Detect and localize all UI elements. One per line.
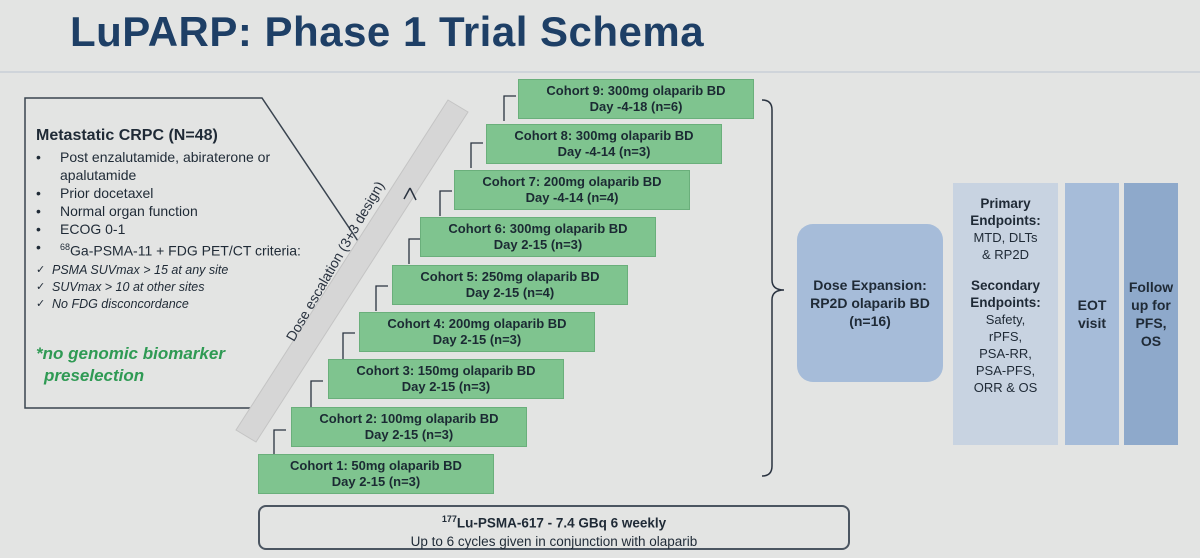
- secondary-heading-1: Secondary: [970, 278, 1041, 293]
- pet-criteria-text: Ga-PSMA-11 + FDG PET/CT criteria:: [70, 242, 301, 259]
- cohort-schedule: Day 2-15 (n=4): [465, 285, 555, 300]
- cohort-schedule: Day 2-15 (n=3): [364, 427, 454, 442]
- cohort-schedule: Day -4-14 (n=3): [557, 144, 651, 159]
- treatment-line-2: Up to 6 cycles given in conjunction with…: [410, 533, 698, 549]
- isotope-superscript: 68: [60, 242, 71, 252]
- cohort-dose: Cohort 4: 200mg olaparib BD: [387, 316, 567, 331]
- follow-up-box: Follow up for PFS, OS: [1124, 183, 1178, 445]
- note-line-1: *no genomic biomarker: [36, 344, 225, 363]
- secondary-heading-2: Endpoints:: [970, 295, 1041, 310]
- primary-endpoint: MTD, DLTs: [973, 230, 1038, 245]
- secondary-endpoint: Safety,: [985, 312, 1026, 327]
- eligibility-item: Normal organ function: [36, 202, 336, 220]
- cohort-box-4: Cohort 4: 200mg olaparib BD Day 2-15 (n=…: [359, 312, 595, 352]
- cohort-dose: Cohort 3: 150mg olaparib BD: [356, 363, 536, 378]
- cohort-box-5: Cohort 5: 250mg olaparib BD Day 2-15 (n=…: [392, 265, 628, 305]
- eligibility-item: ECOG 0-1: [36, 220, 336, 238]
- criteria-item: No FDG disconcordance: [36, 296, 336, 313]
- expansion-line-2: RP2D olaparib BD: [810, 295, 930, 311]
- cohort-box-6: Cohort 6: 300mg olaparib BD Day 2-15 (n=…: [420, 217, 656, 257]
- population-heading: Metastatic CRPC (N=48): [36, 127, 218, 144]
- cohort-box-7: Cohort 7: 200mg olaparib BD Day -4-14 (n…: [454, 170, 690, 210]
- primary-heading-2: Endpoints:: [970, 213, 1041, 228]
- secondary-endpoint: rPFS,: [988, 329, 1023, 344]
- primary-endpoint: & RP2D: [982, 247, 1029, 262]
- cohort-dose: Cohort 7: 200mg olaparib BD: [482, 174, 662, 189]
- cohort-dose: Cohort 9: 300mg olaparib BD: [546, 83, 726, 98]
- eligibility-item: Post enzalutamide, abiraterone or apalut…: [36, 148, 336, 184]
- cohort-dose: Cohort 6: 300mg olaparib BD: [448, 221, 628, 236]
- cohort-schedule: Day 2-15 (n=3): [331, 474, 421, 489]
- cohort-box-3: Cohort 3: 150mg olaparib BD Day 2-15 (n=…: [328, 359, 564, 399]
- secondary-endpoint: ORR & OS: [973, 380, 1038, 395]
- cohort-schedule: Day 2-15 (n=3): [401, 379, 491, 394]
- eot-line-1: EOT: [1077, 297, 1107, 313]
- note-line-2: preselection: [44, 366, 145, 385]
- cohort-box-1: Cohort 1: 50mg olaparib BD Day 2-15 (n=3…: [258, 454, 494, 494]
- treatment-regimen: Lu-PSMA-617 - 7.4 GBq 6 weekly: [456, 515, 667, 531]
- escalation-arrow: [403, 187, 417, 201]
- cohort-dose: Cohort 1: 50mg olaparib BD: [290, 458, 462, 473]
- title-divider: [0, 71, 1200, 73]
- population-panel: Metastatic CRPC (N=48) Post enzalutamide…: [36, 127, 336, 313]
- cohort-schedule: Day 2-15 (n=3): [432, 332, 522, 347]
- eligibility-list: Post enzalutamide, abiraterone or apalut…: [36, 148, 336, 260]
- eot-line-2: visit: [1077, 315, 1106, 331]
- cohort-schedule: Day -4-14 (n=4): [525, 190, 619, 205]
- slide-title: LuPARP: Phase 1 Trial Schema: [70, 8, 705, 55]
- expansion-line-3: (n=16): [849, 313, 891, 329]
- primary-heading-1: Primary: [980, 196, 1031, 211]
- criteria-item: PSMA SUVmax > 15 at any site: [36, 262, 336, 279]
- dose-expansion-box: Dose Expansion: RP2D olaparib BD (n=16): [797, 224, 943, 382]
- pet-criteria-list: PSMA SUVmax > 15 at any site SUVmax > 10…: [36, 262, 336, 313]
- eot-visit-box: EOT visit: [1065, 183, 1119, 445]
- cohort-brace: [761, 99, 785, 477]
- eligibility-item: Prior docetaxel: [36, 184, 336, 202]
- treatment-line-1: 177Lu-PSMA-617 - 7.4 GBq 6 weekly: [260, 510, 848, 533]
- follow-line-2: up for: [1131, 297, 1171, 313]
- cohort-dose: Cohort 2: 100mg olaparib BD: [319, 411, 499, 426]
- secondary-endpoint: PSA-PFS,: [975, 363, 1036, 378]
- treatment-superscript: 177: [441, 514, 457, 524]
- biomarker-note: *no genomic biomarker preselection: [36, 343, 225, 387]
- treatment-box: 177Lu-PSMA-617 - 7.4 GBq 6 weekly Up to …: [258, 505, 850, 550]
- expansion-line-1: Dose Expansion:: [813, 277, 927, 293]
- cohort-schedule: Day -4-18 (n=6): [589, 99, 683, 114]
- cohort-box-8: Cohort 8: 300mg olaparib BD Day -4-14 (n…: [486, 124, 722, 164]
- follow-line-4: OS: [1140, 333, 1162, 349]
- cohort-schedule: Day 2-15 (n=3): [493, 237, 583, 252]
- criteria-item: SUVmax > 10 at other sites: [36, 279, 336, 296]
- cohort-box-2: Cohort 2: 100mg olaparib BD Day 2-15 (n=…: [291, 407, 527, 447]
- secondary-endpoint: PSA-RR,: [979, 346, 1032, 361]
- cohort-dose: Cohort 5: 250mg olaparib BD: [420, 269, 600, 284]
- eligibility-item-pet: 68Ga-PSMA-11 + FDG PET/CT criteria:: [36, 238, 336, 260]
- follow-line-3: PFS,: [1135, 315, 1167, 331]
- cohort-box-9: Cohort 9: 300mg olaparib BD Day -4-18 (n…: [518, 79, 754, 119]
- endpoints-box: Primary Endpoints: MTD, DLTs & RP2D Seco…: [953, 183, 1058, 445]
- cohort-dose: Cohort 8: 300mg olaparib BD: [514, 128, 694, 143]
- follow-line-1: Follow: [1128, 279, 1174, 295]
